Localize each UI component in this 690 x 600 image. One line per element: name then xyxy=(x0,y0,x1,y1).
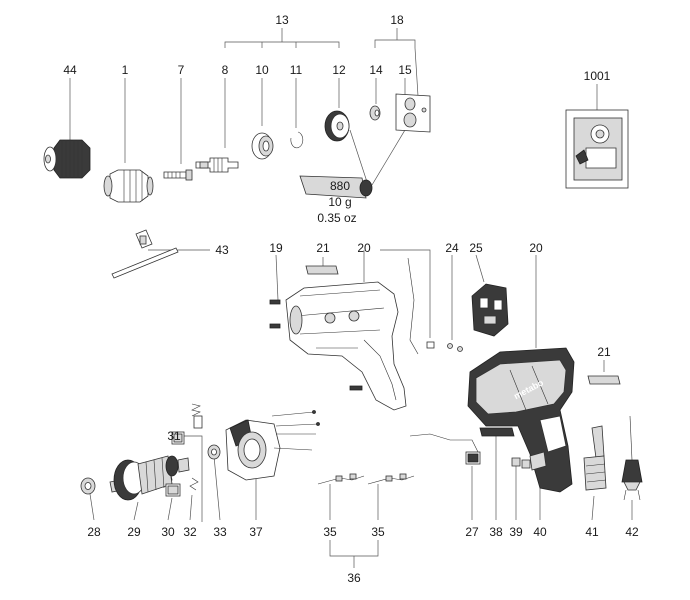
part-number-20-right: 20 xyxy=(529,241,543,255)
grease-weight: 10 g xyxy=(328,195,351,209)
spindle-8 xyxy=(195,157,239,173)
ball-bearing-10 xyxy=(251,132,274,160)
small-parts-24 xyxy=(426,341,463,352)
brush-holder-30-31 xyxy=(165,431,185,497)
part-number-20-left: 20 xyxy=(357,241,371,255)
part-number-32: 32 xyxy=(183,525,197,539)
part-number-42: 42 xyxy=(625,525,639,539)
leader-lines xyxy=(69,28,633,568)
part-number-27: 27 xyxy=(465,525,479,539)
part-number-25: 25 xyxy=(469,241,483,255)
part-number-30: 30 xyxy=(161,525,175,539)
part-number-24: 24 xyxy=(445,241,459,255)
part-number-43: 43 xyxy=(215,243,229,257)
carbon-brush-32 xyxy=(189,403,203,491)
part-number-18: 18 xyxy=(390,13,404,27)
power-cord-plug-42 xyxy=(621,415,643,501)
part-number-29: 29 xyxy=(127,525,141,539)
part-number-28: 28 xyxy=(87,525,101,539)
part-number-35-right: 35 xyxy=(371,525,385,539)
grease-grade: 880 xyxy=(330,179,350,193)
housing-half-left-20 xyxy=(285,281,407,411)
key-chuck-1 xyxy=(103,169,154,203)
part-number-19: 19 xyxy=(269,241,283,255)
retaining-ring-11 xyxy=(290,131,304,149)
grease-tube: 880 10 g 0.35 oz xyxy=(299,175,373,225)
part-number-38: 38 xyxy=(489,525,503,539)
part-number-31: 31 xyxy=(167,429,181,443)
gear-plate-15 xyxy=(395,93,431,133)
grease-weight-oz: 0.35 oz xyxy=(317,211,356,225)
part-number-labels: 13 18 44 1 7 8 10 11 12 14 15 1001 43 19… xyxy=(63,13,639,585)
part-number-1001: 1001 xyxy=(584,69,611,83)
part-number-12: 12 xyxy=(332,63,346,77)
label-21-left xyxy=(305,265,339,275)
cable-connectors-35 xyxy=(317,473,415,485)
label-38 xyxy=(479,427,515,437)
screw-7 xyxy=(163,169,193,181)
part-number-10: 10 xyxy=(255,63,269,77)
part-number-37: 37 xyxy=(249,525,263,539)
part-number-21-right: 21 xyxy=(597,345,611,359)
part-number-7: 7 xyxy=(178,63,185,77)
screws-39 xyxy=(511,457,531,469)
housing-half-right-20: metabo xyxy=(467,347,575,493)
field-stator-37 xyxy=(225,410,320,481)
part-number-15: 15 xyxy=(398,63,412,77)
part-number-11: 11 xyxy=(290,63,303,77)
service-sticker-1001 xyxy=(565,109,629,189)
part-number-1: 1 xyxy=(122,63,129,77)
part-number-33: 33 xyxy=(213,525,227,539)
part-number-44: 44 xyxy=(63,63,77,77)
part-number-41: 41 xyxy=(585,525,599,539)
label-21-right xyxy=(587,375,621,385)
spring-wire-20 xyxy=(407,257,419,355)
keyless-chuck-44 xyxy=(43,139,91,179)
part-number-36: 36 xyxy=(347,571,361,585)
chuck-key-43 xyxy=(111,229,179,279)
part-number-35-left: 35 xyxy=(323,525,337,539)
washer-33 xyxy=(207,444,221,460)
part-number-14: 14 xyxy=(369,63,383,77)
bracket-40 xyxy=(529,451,547,471)
switch-25 xyxy=(471,283,509,337)
cable-27 xyxy=(409,433,481,465)
part-number-39: 39 xyxy=(509,525,523,539)
part-number-21-left: 21 xyxy=(316,241,330,255)
washer-28 xyxy=(80,477,96,495)
armature-29 xyxy=(109,455,190,501)
part-number-8: 8 xyxy=(222,63,229,77)
part-number-40: 40 xyxy=(533,525,547,539)
cable-sleeve-41 xyxy=(583,425,607,491)
gear-wheel-12 xyxy=(324,110,350,142)
part-number-13: 13 xyxy=(275,13,289,27)
needle-bearing-14 xyxy=(369,105,381,121)
